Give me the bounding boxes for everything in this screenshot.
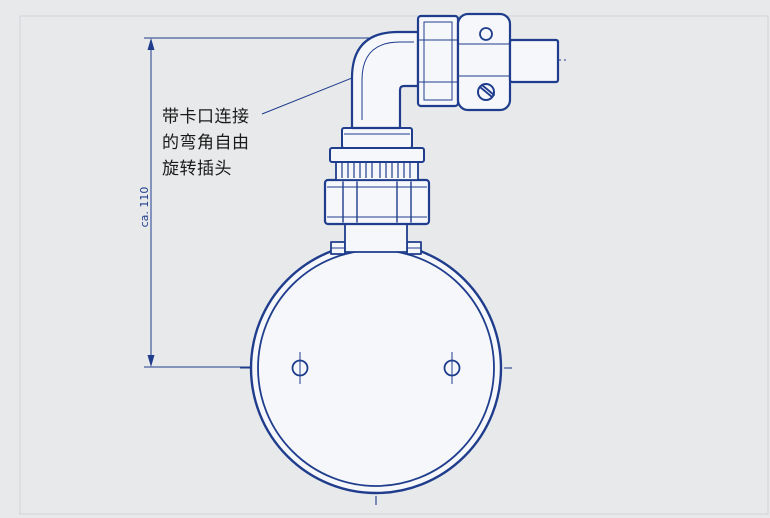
housing-neck	[344, 224, 408, 253]
clamp-hole-top	[479, 27, 493, 41]
mounting-hole-left	[291, 352, 309, 384]
lower-hex-nut	[323, 178, 431, 226]
knurled-coupling-ring	[329, 147, 425, 181]
housing-bolt-left	[330, 241, 346, 255]
frame-border	[19, 15, 769, 515]
height-dimension-label: ca. 110	[138, 186, 151, 228]
housing-bolt-right	[406, 241, 422, 255]
callout-line-3: 旋转插头	[162, 159, 232, 179]
plug-connector-block	[416, 14, 460, 108]
elbow-collar	[341, 127, 413, 149]
dimension-arrow-bottom	[147, 355, 155, 367]
angled-elbow	[350, 30, 420, 130]
clamp-screw-bottom	[477, 83, 495, 101]
callout-text: 带卡口连接 的弯角自由 旋转插头	[162, 104, 250, 182]
cable-outlet	[508, 38, 560, 84]
callout-line-1: 带卡口连接	[162, 107, 250, 127]
dimension-arrow-top	[147, 38, 155, 50]
mounting-hole-right	[443, 352, 461, 384]
callout-line-2: 的弯角自由	[162, 133, 250, 153]
round-housing	[249, 241, 503, 495]
